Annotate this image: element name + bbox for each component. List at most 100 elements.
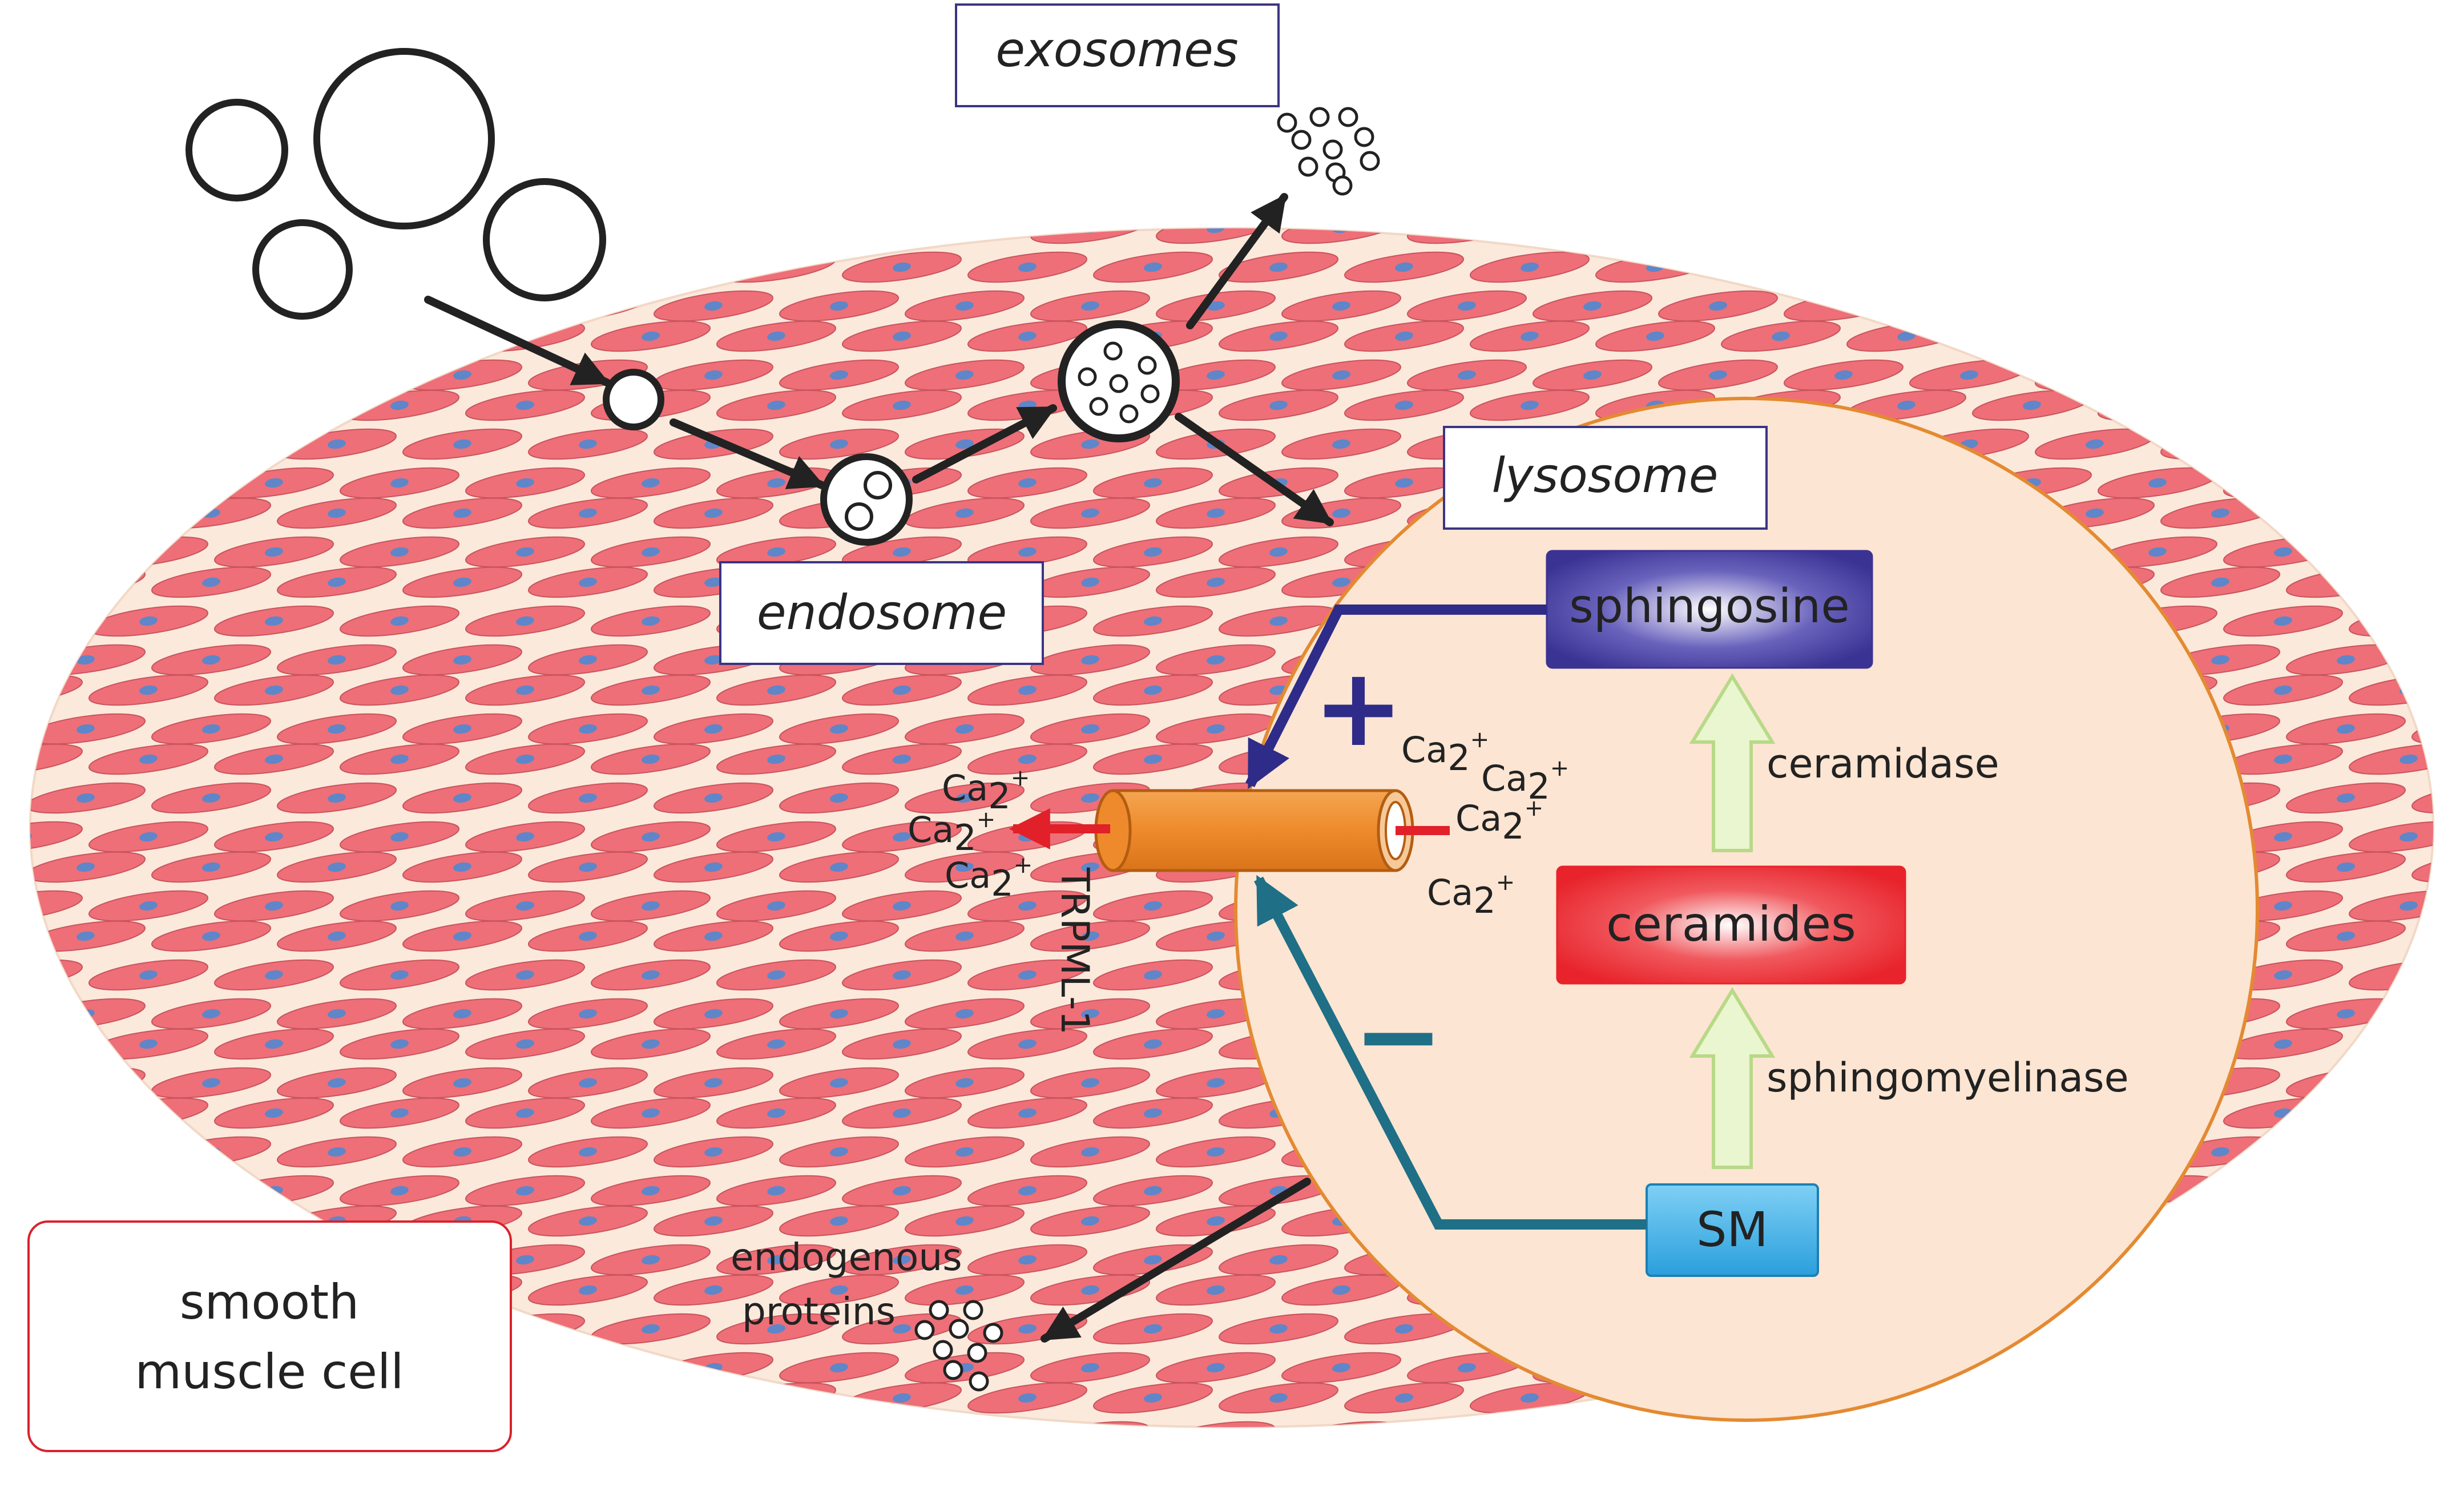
muscle-cell-nucleus	[1269, 547, 1288, 557]
muscle-cell-nucleus	[579, 508, 597, 518]
muscle-cell-nucleus	[1457, 1431, 1477, 1442]
muscle-cell-nucleus	[2462, 930, 2464, 942]
muscle-cell	[2411, 851, 2433, 883]
muscle-cell-nucleus	[893, 1108, 911, 1118]
muscle-cell-nucleus	[1018, 1255, 1037, 1265]
trpml1-channel	[1094, 789, 1414, 872]
muscle-cell-nucleus	[453, 508, 471, 518]
muscle-cell	[2411, 228, 2433, 244]
muscle-cell-nucleus	[1583, 1431, 1602, 1442]
muscle-cell-nucleus	[1458, 370, 1476, 380]
muscle-cell	[151, 428, 272, 460]
muscle-cell-nucleus	[2462, 369, 2464, 381]
muscle-cell-nucleus	[2462, 577, 2464, 588]
muscle-cell-nucleus	[1897, 400, 1915, 410]
muscle-cell-nucleus	[265, 685, 283, 695]
muscle-cell-nucleus	[579, 655, 597, 665]
muscle-cell	[88, 467, 209, 499]
trafficking-arrows	[424, 193, 1334, 1343]
muscle-cell-nucleus	[202, 577, 220, 587]
muscle-cell-nucleus	[202, 655, 220, 665]
muscle-cell-nucleus	[1646, 331, 1664, 341]
muscle-cell-nucleus	[1018, 1324, 1037, 1334]
smooth-label: smooth	[180, 1274, 360, 1330]
muscle-cell-nucleus	[1018, 685, 1037, 695]
muscle-cell	[2411, 566, 2433, 598]
muscle-cell-nucleus	[1960, 370, 1978, 380]
muscle-cell-nucleus	[1583, 370, 1602, 380]
muscle-cell-nucleus	[516, 832, 534, 842]
muscle-cell-nucleus	[30, 901, 32, 911]
muscle-cell-nucleus	[830, 370, 848, 380]
muscle-cell	[2223, 1175, 2344, 1207]
muscle-cell-nucleus	[1018, 547, 1037, 557]
muscle-cell-nucleus	[1269, 1393, 1288, 1403]
muscle-cell	[2411, 998, 2433, 1030]
muscle-cell-nucleus	[2400, 832, 2418, 842]
muscle-cell-nucleus	[139, 1039, 158, 1049]
muscle-cell-nucleus	[1207, 931, 1225, 941]
muscle-cell	[2160, 1274, 2281, 1306]
muscle-cell	[2160, 428, 2281, 460]
muscle-cell-nucleus	[139, 1108, 158, 1118]
muscle-cell	[2097, 320, 2218, 352]
muscle-cell-nucleus	[2023, 331, 2041, 341]
muscle-cell-nucleus	[579, 1216, 597, 1226]
muscle-cell-nucleus	[1269, 262, 1288, 272]
muscle-cell-nucleus	[76, 228, 95, 233]
ca-ion-4: Ca2+	[1401, 727, 1489, 779]
muscle-cell	[2348, 389, 2433, 421]
muscle-cell	[2411, 1205, 2433, 1237]
muscle-cell	[2348, 320, 2433, 352]
muscle-cell	[1658, 228, 1779, 244]
muscle-cell-nucleus	[202, 439, 220, 449]
muscle-cell-nucleus	[265, 262, 283, 272]
muscle-cell	[2034, 290, 2155, 322]
muscle-cell-nucleus	[2086, 508, 2104, 518]
muscle-cell	[30, 228, 146, 244]
muscle-cell-nucleus	[1018, 970, 1037, 980]
muscle-cell-nucleus	[2462, 723, 2464, 735]
muscle-cell-nucleus	[2274, 400, 2292, 410]
muscle-cell-nucleus	[1144, 616, 1162, 626]
muscle-cell	[402, 290, 523, 322]
endogenous-protein-particles	[914, 1300, 1003, 1392]
muscle-cell	[653, 1421, 774, 1427]
muscle-cell-nucleus	[1458, 1363, 1476, 1373]
muscle-cell-nucleus	[1207, 1285, 1225, 1295]
muscle-cell-nucleus	[328, 655, 346, 665]
muscle-cell-nucleus	[704, 508, 723, 518]
muscle-cell-nucleus	[1081, 1147, 1099, 1157]
muscle-cell-nucleus	[1960, 301, 1978, 311]
muscle-cell	[1971, 320, 2092, 352]
muscle-cell	[2348, 1028, 2433, 1060]
muscle-cell-nucleus	[2211, 1147, 2229, 1157]
muscle-cell-nucleus	[2274, 547, 2292, 557]
muscle-cell	[0, 985, 21, 1026]
muscle-cell-nucleus	[1207, 1216, 1225, 1226]
sphingomyelinase-label: sphingomyelinase	[1767, 1054, 2129, 1101]
muscle-cell	[653, 228, 774, 244]
muscle-cell-nucleus	[642, 262, 660, 272]
muscle-cell	[2160, 290, 2281, 322]
muscle-cell-nucleus	[1144, 685, 1162, 695]
muscle-cell	[2223, 1244, 2344, 1276]
muscle-cell-nucleus	[328, 439, 346, 449]
muscle-cell-nucleus	[893, 901, 911, 911]
muscle-cell-nucleus	[2400, 970, 2418, 980]
muscle-cell-nucleus	[2274, 1255, 2292, 1265]
muscle-cell-nucleus	[704, 370, 723, 380]
muscle-cell-nucleus	[2023, 1393, 2041, 1403]
muscle-cell-nucleus	[704, 1431, 723, 1442]
exosomes-label-box	[955, 3, 1280, 107]
muscle-cell-nucleus	[2337, 439, 2355, 449]
muscle-cell	[213, 320, 334, 352]
muscle-cell	[2348, 1175, 2433, 1207]
muscle-cell-nucleus	[2400, 754, 2418, 764]
muscle-cell-nucleus	[390, 832, 409, 842]
muscle-cell-nucleus	[642, 1393, 660, 1403]
muscle-cell-nucleus	[2400, 1324, 2418, 1334]
muscle-cell-nucleus	[202, 793, 220, 803]
muscle-cell	[2411, 290, 2433, 322]
muscle-cell-nucleus	[1144, 1324, 1162, 1334]
